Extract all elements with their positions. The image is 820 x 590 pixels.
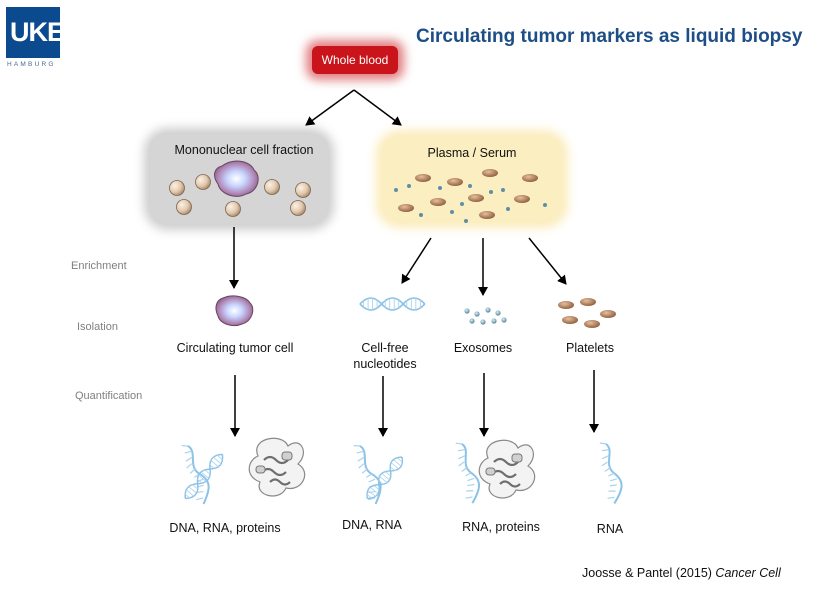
arrow-to-plasma [353, 89, 402, 126]
plasma-label: Plasma / Serum [427, 146, 517, 160]
slide-title: Circulating tumor markers as liquid biop… [416, 26, 803, 47]
output-cfn: DNA, RNA [342, 518, 402, 532]
platelet-icon [558, 298, 616, 328]
logo-subtitle: HAMBURG [7, 61, 56, 68]
mononuclear-cells [169, 160, 311, 217]
arrow-enrich-cfn [401, 237, 432, 284]
arrow-to-mononuclear [305, 89, 355, 126]
arrow-enrich-platelets [528, 237, 567, 285]
exosome-outputs [453, 439, 536, 506]
whole-blood-node: Whole blood [312, 46, 398, 74]
exosome-icon [464, 307, 507, 325]
ctc-icon [215, 295, 254, 327]
citation-journal: Cancer Cell [715, 566, 781, 580]
citation-authors: Joosse & Pantel (2015) [582, 566, 716, 580]
mononuclear-label: Mononuclear cell fraction [174, 143, 314, 157]
label-platelets: Platelets [566, 341, 614, 355]
output-exosomes: RNA, proteins [462, 520, 540, 534]
label-cfn-line1: Cell-free [361, 341, 409, 355]
label-ctc: Circulating tumor cell [176, 341, 294, 355]
citation: Joosse & Pantel (2015) Cancer Cell [582, 566, 781, 580]
cfn-outputs [351, 440, 407, 507]
cfn-helix-icon [359, 297, 426, 311]
step-quantification: Quantification [75, 390, 143, 402]
label-cfn-line2: nucleotides [353, 357, 417, 371]
step-isolation: Isolation [77, 321, 118, 333]
plasma-exosomes [394, 184, 547, 223]
uke-logo: UKE [6, 7, 65, 58]
ctc-outputs [179, 437, 306, 507]
output-ctc: DNA, RNA, proteins [169, 521, 281, 535]
step-enrichment: Enrichment [71, 260, 127, 272]
plasma-platelets [398, 169, 538, 219]
label-exosomes: Exosomes [453, 341, 513, 355]
platelet-outputs [597, 439, 626, 506]
output-platelets: RNA [596, 522, 624, 536]
